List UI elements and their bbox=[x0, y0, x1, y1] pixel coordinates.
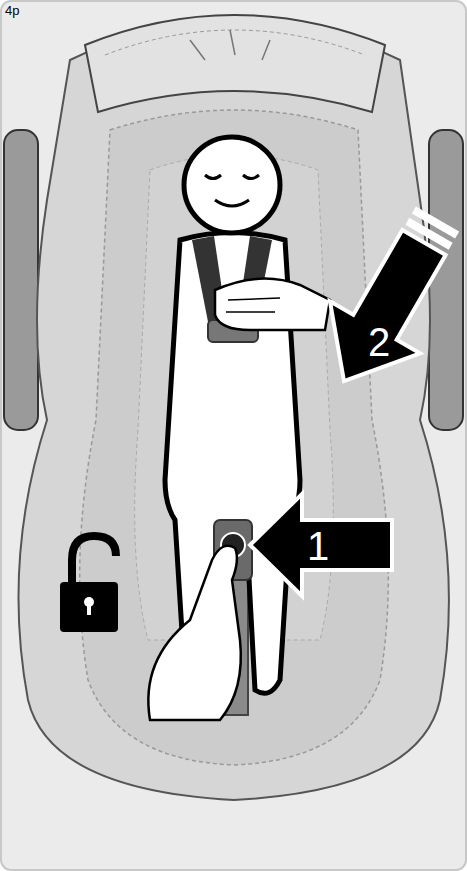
callout-number: 1 bbox=[307, 526, 329, 566]
callout-number: 2 bbox=[368, 322, 390, 362]
figure-number: 4p bbox=[5, 4, 19, 17]
